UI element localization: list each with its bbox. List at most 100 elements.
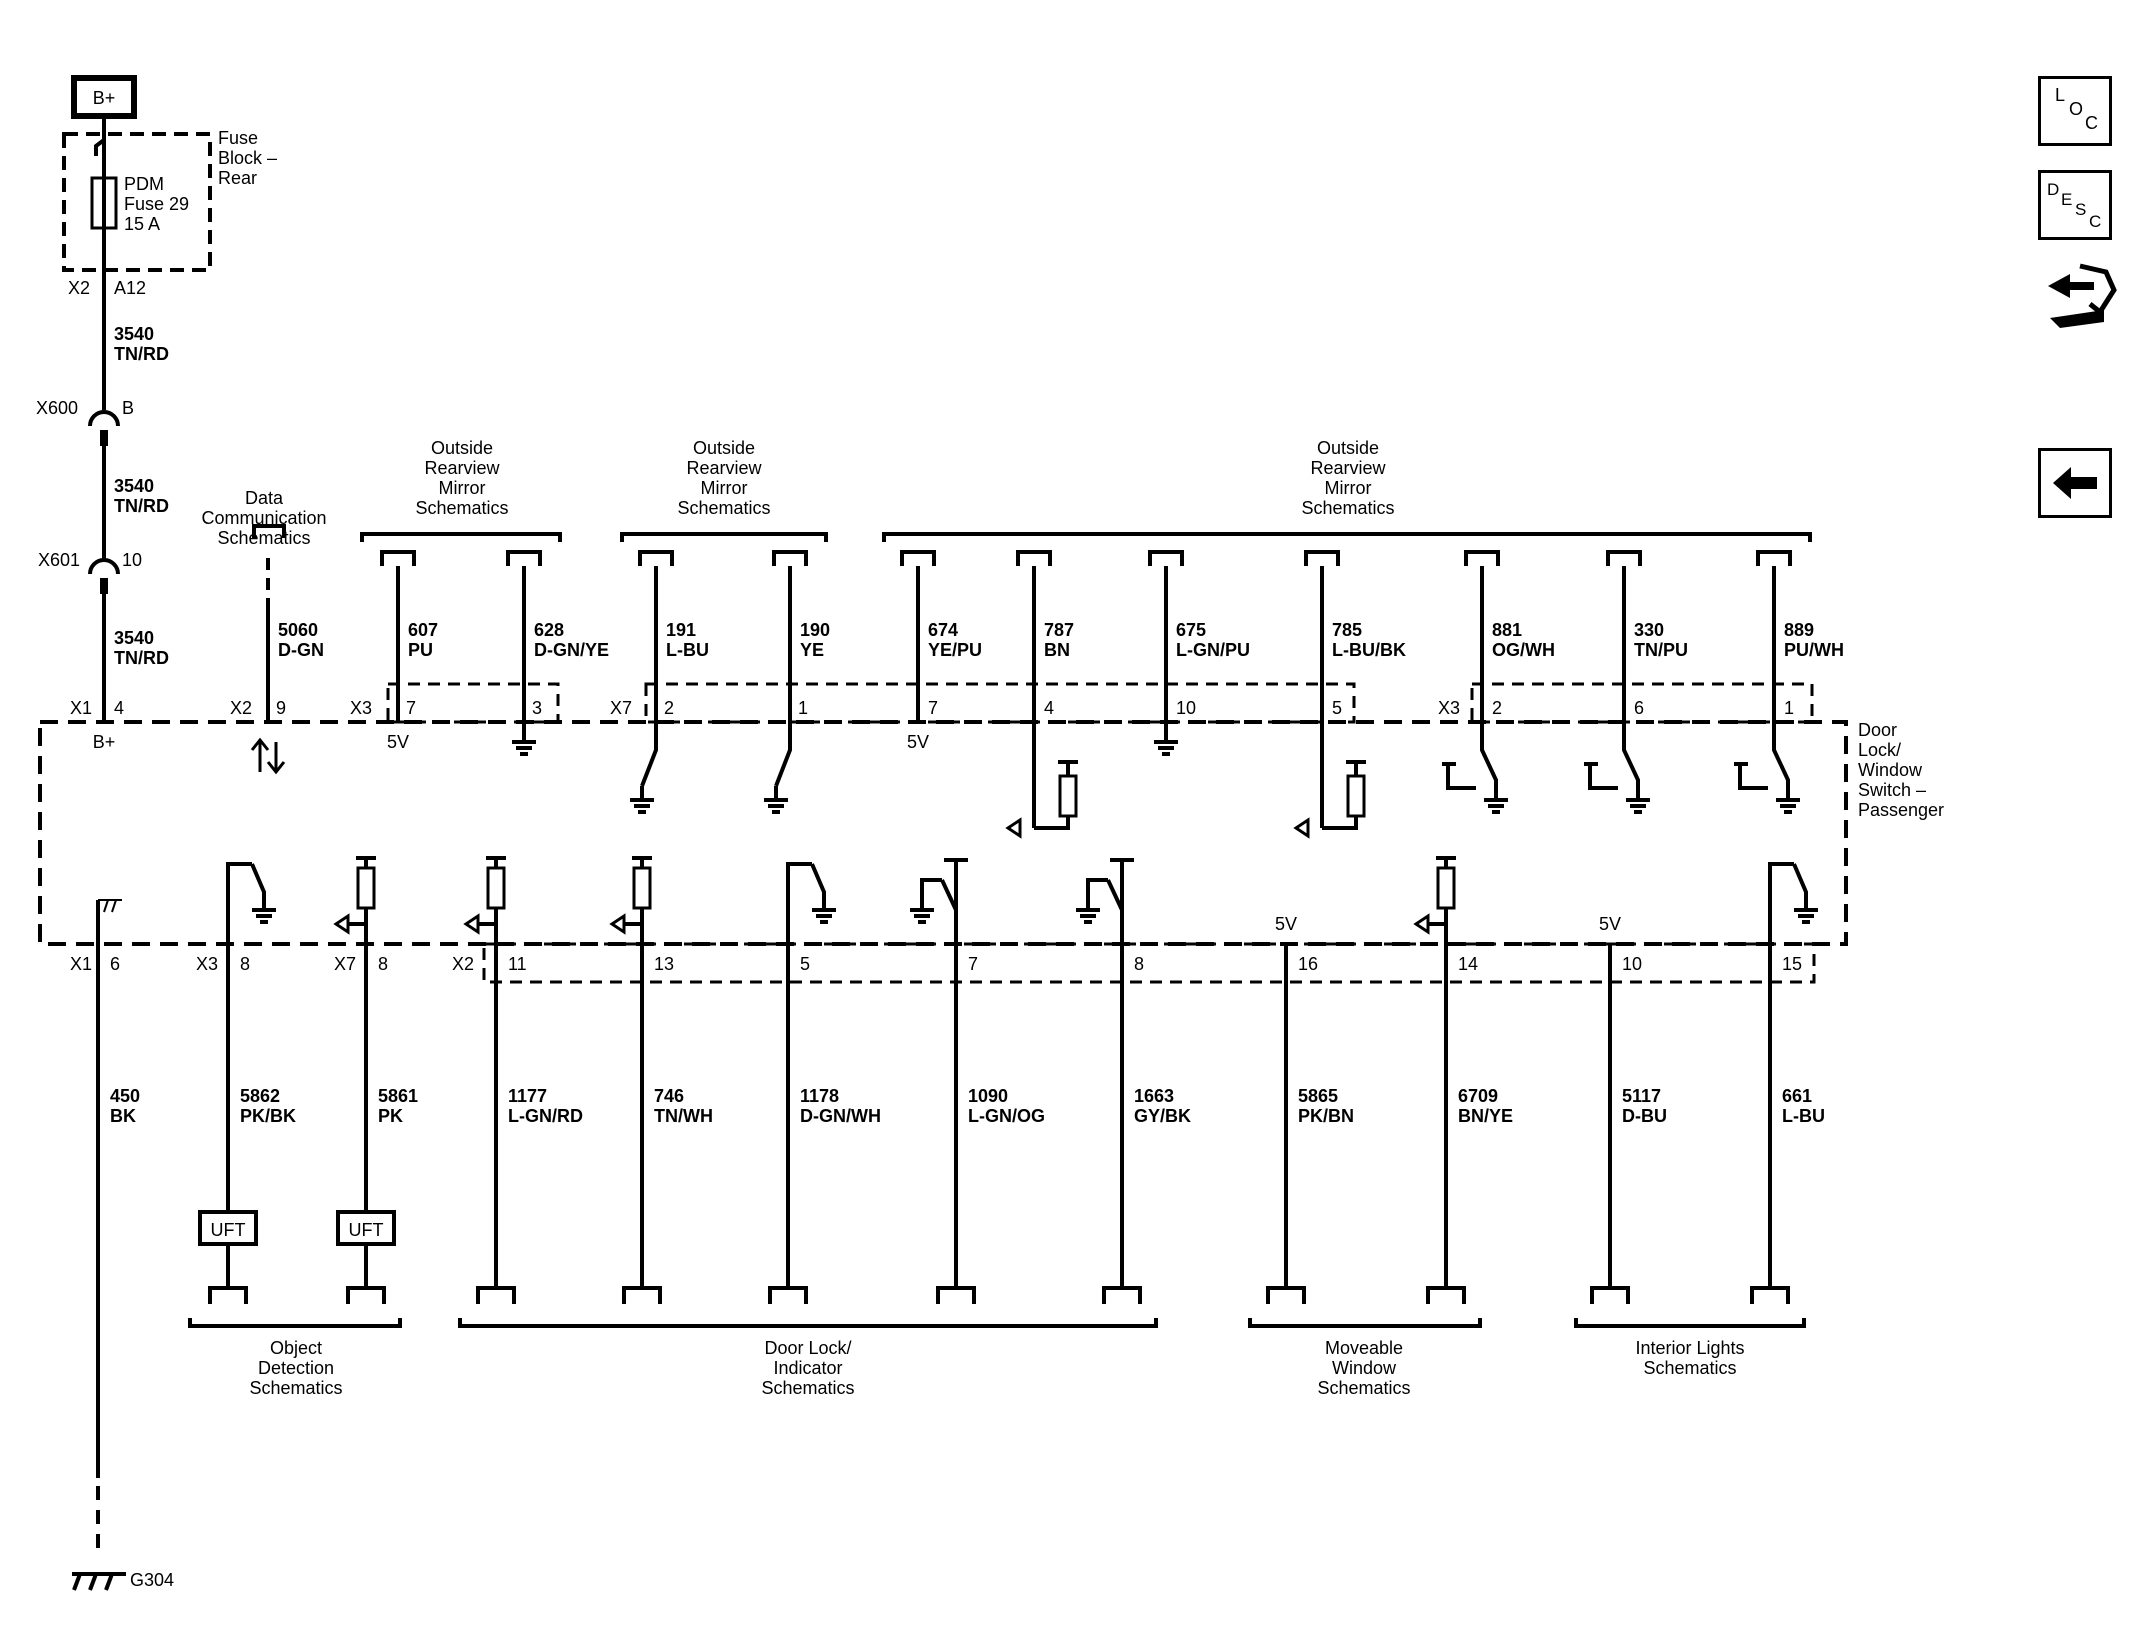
bottom-group-2-line-2: Indicator <box>773 1358 842 1378</box>
bottom-wire-circuit-3: 5861 <box>378 1086 418 1106</box>
bottom-5v-label-2: 5V <box>1599 914 1621 934</box>
top-x3b-label: X3 <box>1438 698 1460 718</box>
mirror-group-3-brace <box>882 532 1812 542</box>
fuse-29-label-line-2: Fuse 29 <box>124 194 189 214</box>
top-wire-color-4: YE <box>800 640 824 660</box>
top-wire-pin-2: 3 <box>532 698 542 718</box>
top-resistor-8 <box>1346 774 1366 818</box>
bottom-wire-pin-6: 5 <box>800 954 810 974</box>
mirror-group-3-line-2: Rearview <box>1310 458 1386 478</box>
bottom-wire-pin-5: 13 <box>654 954 674 974</box>
x600-label: X600 <box>36 398 78 418</box>
top-terminal-3 <box>638 550 674 566</box>
top-terminal-8 <box>1304 550 1340 566</box>
top-wire-color-5: YE/PU <box>928 640 982 660</box>
x3-right-connector <box>1470 682 1814 724</box>
top-wire-190 <box>764 566 792 814</box>
top-wire-pin-10: 6 <box>1634 698 1644 718</box>
data-comm-label-line-1: Data <box>245 488 284 508</box>
internal-pullup-5 <box>624 856 652 944</box>
top-resistor-6 <box>1058 774 1078 818</box>
bottom-wire-color-2: PK/BK <box>240 1106 296 1126</box>
bottom-x1-label: X1 <box>70 954 92 974</box>
moveable-window-brace <box>1248 1318 1482 1328</box>
supply-circuit-3: 3540 <box>114 628 154 648</box>
bottom-terminal-5 <box>622 1286 662 1304</box>
top-wire-628 <box>512 566 536 756</box>
fuse-block-name-line-2: Block – <box>218 148 277 168</box>
bottom-terminal-11 <box>1590 1286 1630 1304</box>
loc-letter-1: L <box>2055 85 2065 105</box>
top-wire-color-10: TN/PU <box>1634 640 1688 660</box>
top-wire-pin-8: 5 <box>1332 698 1342 718</box>
bottom-wire-color-3: PK <box>378 1106 403 1126</box>
top-wire-circuit-11: 889 <box>1784 620 1814 640</box>
internal-resistor-10 <box>1436 866 1456 910</box>
data-comm-color: D-GN <box>278 640 324 660</box>
interior-lights-brace <box>1574 1318 1806 1328</box>
top-wire-circuit-6: 787 <box>1044 620 1074 640</box>
top-terminal-9 <box>1464 550 1500 566</box>
door-lock-window-switch-module <box>38 720 1848 946</box>
top-wire-color-8: L-BU/BK <box>1332 640 1406 660</box>
top-terminal-7 <box>1148 550 1184 566</box>
bottom-wire-pin-3: 8 <box>378 954 388 974</box>
bottom-wire-pin-10: 14 <box>1458 954 1478 974</box>
bottom-wire-color-11: D-BU <box>1622 1106 1667 1126</box>
fuse-block-name-line-3: Rear <box>218 168 257 188</box>
top-wire-881 <box>1442 566 1508 814</box>
bottom-terminal-6 <box>768 1286 808 1304</box>
bottom-terminal-10 <box>1426 1286 1466 1304</box>
bottom-wire-pin-11: 10 <box>1622 954 1642 974</box>
bottom-wire-pin-2: 8 <box>240 954 250 974</box>
module-name-line-4: Switch – <box>1858 780 1926 800</box>
bottom-terminal-8 <box>1102 1286 1142 1304</box>
dynamic-wires <box>198 550 1818 1304</box>
x600-pin-label: B <box>122 398 134 418</box>
desc-letter-1: D <box>2047 180 2059 199</box>
bottom-wire-circuit-12: 661 <box>1782 1086 1812 1106</box>
bottom-group-3-line-2: Window <box>1332 1358 1397 1378</box>
top-terminal-10 <box>1606 550 1642 566</box>
loc-button[interactable]: L O C <box>2038 76 2112 146</box>
bottom-terminal-12 <box>1750 1286 1790 1304</box>
internal-resistor-4 <box>486 866 506 910</box>
top-wire-circuit-4: 190 <box>800 620 830 640</box>
bottom-wire-circuit-11: 5117 <box>1622 1086 1661 1106</box>
mirror-group-2-line-2: Rearview <box>686 458 762 478</box>
bottom-wire-circuit-10: 6709 <box>1458 1086 1498 1106</box>
top-wire-color-9: OG/WH <box>1492 640 1555 660</box>
top-wire-color-3: L-BU <box>666 640 709 660</box>
door-lock-brace <box>458 1318 1158 1328</box>
top-wire-675 <box>1154 566 1178 756</box>
mirror-group-3-line-3: Mirror <box>1325 478 1372 498</box>
top-terminal-4 <box>772 550 808 566</box>
back-button[interactable] <box>2038 448 2112 518</box>
bottom-x7-label: X7 <box>334 954 356 974</box>
top-x2-pin: 9 <box>276 698 286 718</box>
top-wire-785 <box>1320 566 1366 830</box>
desc-button[interactable]: D E S C <box>2038 170 2112 240</box>
bottom-group-1-line-2: Detection <box>258 1358 334 1378</box>
bottom-wire-pin-7: 7 <box>968 954 978 974</box>
x601-label: X601 <box>38 550 80 570</box>
fuse-block-outline <box>62 132 212 272</box>
bottom-wire-color-6: D-GN/WH <box>800 1106 881 1126</box>
internal-pullup-3 <box>348 856 376 944</box>
bottom-wire-circuit-9: 5865 <box>1298 1086 1338 1106</box>
desc-letter-3: S <box>2075 200 2086 219</box>
connector-view-icon[interactable] <box>2040 256 2120 340</box>
module-bplus-label: B+ <box>93 732 116 752</box>
internal-arrow-10 <box>1413 913 1430 935</box>
top-wire-color-1: PU <box>408 640 433 660</box>
internal-switch-2 <box>226 862 276 944</box>
supply-color-3: TN/RD <box>114 648 169 668</box>
mirror-group-3-line-4: Schematics <box>1301 498 1394 518</box>
bottom-wire-circuit-2: 5862 <box>240 1086 280 1106</box>
top-wire-color-7: L-GN/PU <box>1176 640 1250 660</box>
g304-label: G304 <box>130 1570 174 1590</box>
bottom-wire-circuit-6: 1178 <box>800 1086 839 1106</box>
module-name-line-5: Passenger <box>1858 800 1944 820</box>
top-arrow-6 <box>1005 817 1022 839</box>
